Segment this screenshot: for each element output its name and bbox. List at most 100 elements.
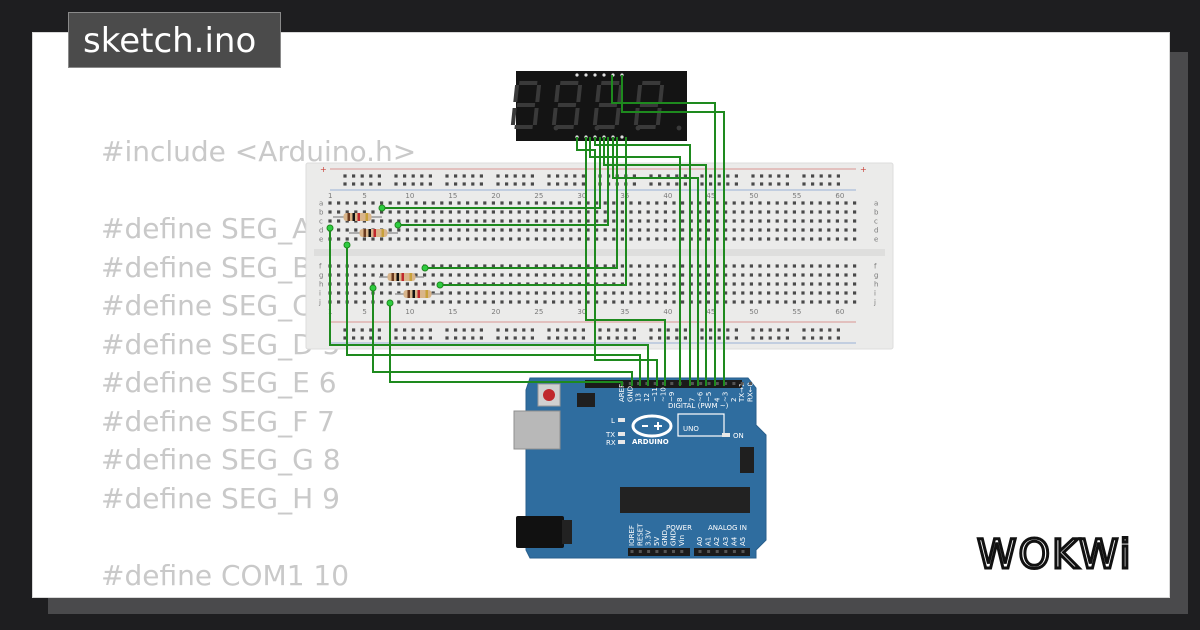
breadboard-hole [483, 201, 487, 205]
resistor-band [409, 273, 412, 281]
rail-hole [573, 182, 577, 186]
breadboard-hole [474, 291, 478, 295]
breadboard-hole [397, 264, 401, 268]
breadboard-hole [681, 228, 685, 232]
l-led [618, 418, 625, 422]
breadboard-hole [835, 201, 839, 205]
breadboard-hole [500, 264, 504, 268]
breadboard-hole [818, 237, 822, 241]
breadboard-hole [560, 210, 564, 214]
header-pin [653, 382, 657, 385]
rail-hole [649, 328, 653, 332]
header-pin [630, 550, 634, 553]
rail-hole [505, 328, 509, 332]
breadboard-hole [526, 291, 530, 295]
breadboard-hole [646, 300, 650, 304]
breadboard-hole [534, 237, 538, 241]
breadboard-hole [595, 300, 599, 304]
breadboard-hole [337, 273, 341, 277]
breadboard-hole [345, 201, 349, 205]
breadboard-hole [577, 210, 581, 214]
rail-hole [802, 182, 806, 186]
analog-header [694, 548, 750, 556]
decimal-point [676, 125, 682, 131]
breadboard-hole [388, 201, 392, 205]
code-line: #define SEG_E 6 [101, 366, 337, 399]
row-label: b [874, 209, 879, 217]
code-editor[interactable]: #include <Arduino.h>#define SEG_A 2#defi… [101, 133, 416, 595]
breadboard-hole [405, 237, 409, 241]
breadboard-hole [835, 300, 839, 304]
resistor-band [368, 229, 371, 237]
header-pin [672, 550, 675, 553]
breadboard-hole [810, 282, 814, 286]
breadboard-hole [405, 300, 409, 304]
digital-pin-label: GND [626, 386, 634, 402]
breadboard-hole [345, 210, 349, 214]
breadboard-hole [724, 282, 728, 286]
wire-endpoint [421, 264, 429, 272]
breadboard-hole [715, 264, 719, 268]
rail-hole [556, 336, 560, 340]
breadboard-hole [595, 273, 599, 277]
breadboard-hole [741, 291, 745, 295]
breadboard-hole [517, 300, 521, 304]
breadboard-hole [534, 201, 538, 205]
breadboard-hole [517, 219, 521, 223]
rail-hole [828, 174, 832, 178]
breadboard-hole [500, 219, 504, 223]
rail-hole [454, 336, 458, 340]
code-line: #define COM1 10 [101, 558, 350, 592]
breadboard-hole [818, 273, 822, 277]
breadboard-hole [698, 291, 702, 295]
rail-hole [777, 336, 781, 340]
breadboard-hole [337, 210, 341, 214]
breadboard-hole [431, 237, 435, 241]
breadboard-hole [672, 228, 676, 232]
breadboard-hole [792, 201, 796, 205]
breadboard-hole [397, 210, 401, 214]
breadboard-hole [457, 291, 461, 295]
code-line: #define SEG_C 4 [101, 289, 339, 322]
breadboard-hole [354, 291, 358, 295]
breadboard-hole [732, 282, 736, 286]
breadboard-hole [577, 201, 581, 205]
breadboard-hole [724, 219, 728, 223]
breadboard-hole [758, 237, 762, 241]
breadboard-hole [483, 237, 487, 241]
rail-hole [394, 174, 398, 178]
breadboard-hole [758, 264, 762, 268]
breadboard-hole [466, 300, 470, 304]
breadboard-hole [586, 228, 590, 232]
breadboard-hole [457, 219, 461, 223]
breadboard-hole [466, 273, 470, 277]
breadboard-hole [414, 219, 418, 223]
breadboard-hole [775, 264, 779, 268]
rail-hole [836, 182, 840, 186]
reset-button[interactable] [543, 389, 555, 401]
breadboard-hole [758, 273, 762, 277]
segment [510, 108, 517, 125]
segment [595, 85, 602, 102]
code-line: #define SEG_H 9 [101, 481, 340, 515]
column-label: 20 [491, 308, 500, 316]
breadboard-hole [638, 201, 642, 205]
rail-hole [394, 328, 398, 332]
breadboard-hole [620, 228, 624, 232]
resistor [349, 229, 398, 237]
breadboard-hole [724, 201, 728, 205]
breadboard-hole [380, 282, 384, 286]
header-pin [690, 382, 694, 385]
rail-hole [777, 182, 781, 186]
file-tab[interactable]: sketch.ino [68, 12, 282, 68]
rail-hole [734, 174, 738, 178]
breadboard-hole [749, 219, 753, 223]
rail-hole [403, 174, 407, 178]
breadboard-hole [431, 264, 435, 268]
breadboard-hole [689, 273, 693, 277]
breadboard-hole [646, 228, 650, 232]
rail-hole [836, 336, 840, 340]
breadboard-hole [517, 273, 521, 277]
header-pin [724, 550, 728, 553]
